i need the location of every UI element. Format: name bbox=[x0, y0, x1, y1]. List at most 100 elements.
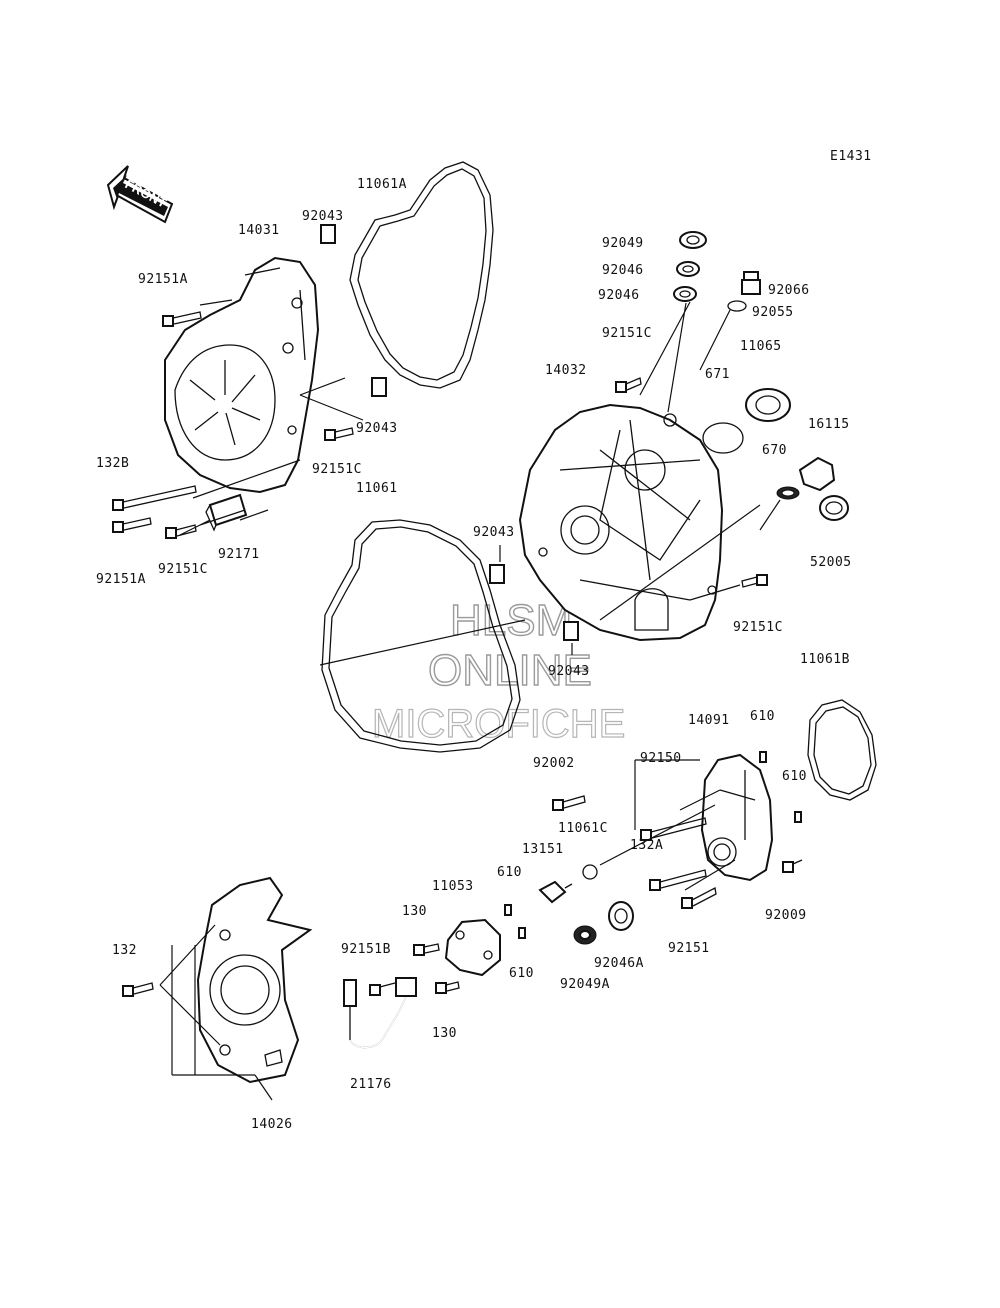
bracket-11053 bbox=[444, 918, 501, 977]
label-92171: 92171 bbox=[218, 547, 260, 562]
cap-11065 bbox=[745, 388, 791, 422]
bolt-92151A-bottom bbox=[112, 517, 152, 533]
label-610-d: 610 bbox=[509, 966, 534, 981]
label-92049: 92049 bbox=[602, 236, 644, 251]
dowel-610-a bbox=[759, 751, 767, 763]
bracket-92171 bbox=[205, 493, 248, 532]
label-14091: 14091 bbox=[688, 713, 730, 728]
oring-11061C bbox=[582, 864, 598, 880]
leader-lines-left bbox=[179, 299, 364, 536]
label-132A: 132A bbox=[630, 838, 663, 853]
label-92150: 92150 bbox=[640, 751, 682, 766]
gasket-11061A bbox=[349, 161, 494, 389]
seal-52005 bbox=[819, 495, 849, 521]
label-92046A: 92046A bbox=[594, 956, 644, 971]
label-14031: 14031 bbox=[238, 223, 280, 238]
bolt-132A bbox=[649, 869, 707, 891]
dowel-610-b bbox=[794, 811, 802, 823]
hose-21176 bbox=[343, 977, 417, 1049]
label-92002: 92002 bbox=[533, 756, 575, 771]
label-92049A: 92049A bbox=[560, 977, 610, 992]
bolt-92151C-top bbox=[615, 377, 642, 393]
label-11065: 11065 bbox=[740, 339, 782, 354]
leader-gasket-11061 bbox=[319, 619, 526, 666]
label-11053: 11053 bbox=[432, 879, 474, 894]
leader-lines-sprocket bbox=[159, 924, 273, 1101]
watermark-line3: MICROFICHE bbox=[372, 702, 625, 746]
dowel-610-c bbox=[504, 904, 512, 916]
label-92151C-c: 92151C bbox=[602, 326, 652, 341]
bolt-132 bbox=[122, 982, 154, 997]
bearing-92046-a bbox=[676, 261, 700, 277]
label-13151: 13151 bbox=[522, 842, 564, 857]
seal-92049 bbox=[679, 231, 707, 249]
bolt-92151B bbox=[369, 982, 396, 996]
front-arrow-icon: FRONT bbox=[106, 165, 174, 224]
label-92046-b: 92046 bbox=[598, 288, 640, 303]
label-14026: 14026 bbox=[251, 1117, 293, 1132]
part-labels: 11061A 92043 14031 92151A 92043 92151C 1… bbox=[96, 177, 852, 1132]
oring-92055 bbox=[727, 300, 747, 312]
label-92066: 92066 bbox=[768, 283, 810, 298]
label-130-a: 130 bbox=[402, 904, 427, 919]
label-132B: 132B bbox=[96, 456, 129, 471]
label-11061: 11061 bbox=[356, 481, 398, 496]
bolt-92151A-top bbox=[162, 311, 202, 327]
bolt-130-bottom bbox=[435, 981, 460, 994]
dowel-92043-mid bbox=[371, 377, 387, 397]
leader-dowels bbox=[499, 545, 573, 655]
cover-14091 bbox=[700, 753, 774, 882]
bolt-92151C-right bbox=[741, 574, 768, 588]
label-610-c: 610 bbox=[497, 865, 522, 880]
label-132: 132 bbox=[112, 943, 137, 958]
label-610-a: 610 bbox=[750, 709, 775, 724]
leader-lines-center bbox=[599, 301, 781, 621]
label-92151A-b: 92151A bbox=[96, 572, 146, 587]
bolt-92151C-lower bbox=[165, 524, 197, 539]
label-16115: 16115 bbox=[808, 417, 850, 432]
label-11061C: 11061C bbox=[558, 821, 608, 836]
label-670: 670 bbox=[762, 443, 787, 458]
sprocket-cover-14026 bbox=[196, 876, 313, 1084]
label-52005: 52005 bbox=[810, 555, 852, 570]
bolt-92009 bbox=[782, 859, 803, 873]
figure-id: E1431 bbox=[830, 149, 872, 164]
label-610-b: 610 bbox=[782, 769, 807, 784]
label-21176: 21176 bbox=[350, 1077, 392, 1092]
oring-671 bbox=[702, 422, 744, 454]
cap-16115 bbox=[798, 456, 836, 492]
label-14032: 14032 bbox=[545, 363, 587, 378]
plug-92066 bbox=[741, 271, 761, 295]
dowel-92043-lower bbox=[563, 621, 579, 641]
label-11061A: 11061A bbox=[357, 177, 407, 192]
label-92043-c: 92043 bbox=[473, 525, 515, 540]
bolt-92151 bbox=[681, 887, 717, 909]
gasket-11061B bbox=[807, 699, 877, 801]
seal-92049A bbox=[573, 925, 597, 945]
label-130-b: 130 bbox=[432, 1026, 457, 1041]
leader-lines-right bbox=[599, 759, 736, 891]
bearing-92046A bbox=[608, 901, 634, 931]
bolt-92151C-left bbox=[324, 427, 354, 441]
dowel-610-d bbox=[518, 927, 526, 939]
label-92151: 92151 bbox=[668, 941, 710, 956]
watermark-line1: HLSM bbox=[450, 596, 572, 645]
label-671: 671 bbox=[705, 367, 730, 382]
dowel-92043-top bbox=[320, 224, 336, 244]
label-92055: 92055 bbox=[752, 305, 794, 320]
label-92151A-a: 92151A bbox=[138, 272, 188, 287]
label-92151B: 92151B bbox=[341, 942, 391, 957]
label-92043-d: 92043 bbox=[548, 664, 590, 679]
bearing-92046-b bbox=[673, 286, 697, 302]
bolt-132B bbox=[112, 485, 197, 511]
clutch-cover-14032 bbox=[518, 403, 724, 642]
label-92151C-a: 92151C bbox=[312, 462, 362, 477]
dowel-92043-center bbox=[489, 564, 505, 584]
engine-cover-14031 bbox=[164, 256, 320, 494]
label-92043-a: 92043 bbox=[302, 209, 344, 224]
label-92009: 92009 bbox=[765, 908, 807, 923]
bolt-92150 bbox=[640, 817, 707, 841]
label-11061B: 11061B bbox=[800, 652, 850, 667]
label-92151C-b: 92151C bbox=[158, 562, 208, 577]
